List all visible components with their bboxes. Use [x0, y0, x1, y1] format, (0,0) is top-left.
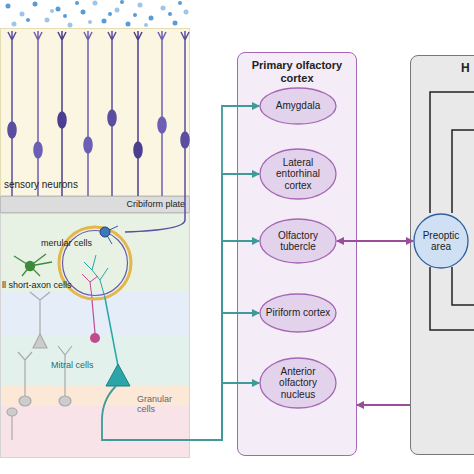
- odorant-dots: [6, 0, 189, 28]
- node-text: Preoptic area: [413, 230, 469, 253]
- node-text: sensory neurons: [4, 179, 78, 191]
- ellipse-shape: [260, 149, 336, 199]
- region-ellipse: Piriform cortex: [259, 293, 337, 333]
- ellipse-shape: [260, 294, 336, 332]
- connector-arrow: [357, 404, 410, 406]
- cortex-region-box: Primary olfactory cortexAmygdalaLateral …: [237, 52, 357, 456]
- node-text: Lateral entorhinal cortex: [259, 157, 337, 192]
- region-ellipse: Anterior olfactory nucleus: [259, 357, 337, 409]
- hypothalamus-box: H Preoptic area: [410, 55, 474, 455]
- node-text: Amygdala: [272, 100, 324, 112]
- ellipse-shape: [260, 358, 336, 408]
- node-text: merular cells: [41, 238, 92, 248]
- ellipse-shape: [260, 88, 336, 124]
- olfactory-bulb: merular cells ll short-axon cellsMitral c…: [0, 213, 190, 458]
- ellipse-shape: [260, 219, 336, 263]
- node-text: ll short-axon cells: [2, 280, 72, 290]
- region-ellipse: Amygdala: [259, 87, 337, 125]
- node-text: Granular cells: [137, 394, 181, 415]
- region-ellipse: Lateral entorhinal cortex: [259, 148, 337, 200]
- node-text: Mitral cells: [51, 360, 94, 370]
- node-text: H: [461, 62, 470, 76]
- epithelium-band: sensory neurons: [0, 28, 190, 196]
- preoptic-circle: Preoptic area: [413, 213, 469, 269]
- node-text: Piriform cortex: [262, 307, 334, 319]
- node-text: Cribiform plate: [126, 199, 185, 209]
- node-text: Primary olfactory cortex: [244, 59, 350, 84]
- cribriform-plate: Cribiform plate: [0, 196, 190, 213]
- ellipse-shape: [414, 214, 468, 268]
- node-text: Anterior olfactory nucleus: [259, 366, 337, 401]
- region-ellipse: Olfactory tubercle: [259, 218, 337, 264]
- node-text: Olfactory tubercle: [259, 230, 337, 253]
